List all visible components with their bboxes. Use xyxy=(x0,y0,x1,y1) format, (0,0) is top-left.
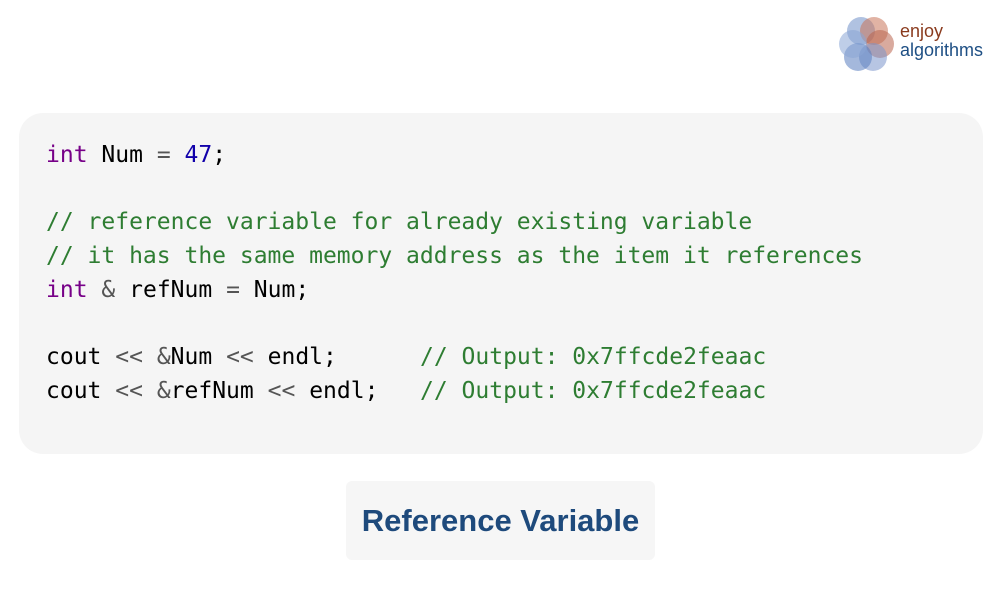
code-token: cout xyxy=(46,344,102,371)
code-token: Num xyxy=(253,276,296,303)
code-line: // it has the same memory address as the… xyxy=(46,240,983,274)
code-token xyxy=(295,378,309,404)
code-token xyxy=(212,277,226,303)
code-token: int xyxy=(46,276,88,303)
overlapping-circles-logo-icon xyxy=(839,17,894,71)
code-token: ; xyxy=(295,276,310,303)
logo-wordmark: enjoy algorithms xyxy=(900,22,983,60)
code-line xyxy=(46,307,983,341)
code-line: int & refNum = Num; xyxy=(46,274,983,308)
code-token: ; xyxy=(212,142,227,168)
code-token: refNum xyxy=(170,377,254,404)
code-line: cout << &refNum << endl; // Output: 0x7f… xyxy=(46,375,983,409)
code-token xyxy=(254,378,268,404)
code-token: = xyxy=(226,276,240,303)
code-token xyxy=(212,344,226,370)
code-token: & xyxy=(156,344,171,371)
code-token: ; xyxy=(323,344,337,371)
code-token xyxy=(240,277,254,303)
code-line: // reference variable for already existi… xyxy=(46,206,983,240)
code-token: // Output: 0x7ffcde2feaac xyxy=(419,344,767,371)
code-token xyxy=(88,277,102,303)
caption-box: Reference Variable xyxy=(346,481,655,560)
code-token: endl xyxy=(267,344,324,371)
code-token xyxy=(101,344,115,370)
code-token xyxy=(101,378,115,404)
code-token: << xyxy=(115,344,143,371)
code-token: Num xyxy=(170,344,213,371)
code-token: cout xyxy=(46,377,102,404)
code-token xyxy=(143,378,157,404)
figure-caption: Reference Variable xyxy=(361,502,640,538)
code-token xyxy=(88,142,102,168)
code-token: endl xyxy=(309,377,365,404)
code-token: 47 xyxy=(184,142,213,168)
code-token: & xyxy=(156,377,171,404)
code-token xyxy=(115,277,129,303)
logo-text-enjoy: enjoy xyxy=(900,21,944,41)
code-token: << xyxy=(115,377,143,404)
code-token: // reference variable for already existi… xyxy=(46,209,753,236)
code-token: << xyxy=(267,377,296,404)
code-token: // it has the same memory address as the… xyxy=(46,243,863,270)
code-line: int Num = 47; xyxy=(46,139,983,173)
code-token xyxy=(378,378,420,404)
code-token: = xyxy=(156,142,171,168)
code-token xyxy=(171,142,185,168)
code-token: ; xyxy=(364,377,379,404)
code-token: refNum xyxy=(129,276,213,303)
code-token xyxy=(143,142,157,168)
code-block: int Num = 47; // reference variable for … xyxy=(19,113,983,454)
logo-text-algorithms: algorithms xyxy=(900,40,984,60)
code-token: int xyxy=(46,142,88,168)
code-token xyxy=(337,344,420,370)
code-token xyxy=(254,344,268,370)
code-token: Num xyxy=(101,142,143,168)
code-token: // Output: 0x7ffcde2feaac xyxy=(419,377,767,404)
code-line xyxy=(46,173,983,207)
code-token: << xyxy=(226,344,254,371)
code-line: cout << &Num << endl; // Output: 0x7ffcd… xyxy=(46,341,983,375)
logo: enjoy algorithms xyxy=(836,13,1004,75)
code-token xyxy=(143,344,157,370)
code-token: & xyxy=(101,276,116,303)
